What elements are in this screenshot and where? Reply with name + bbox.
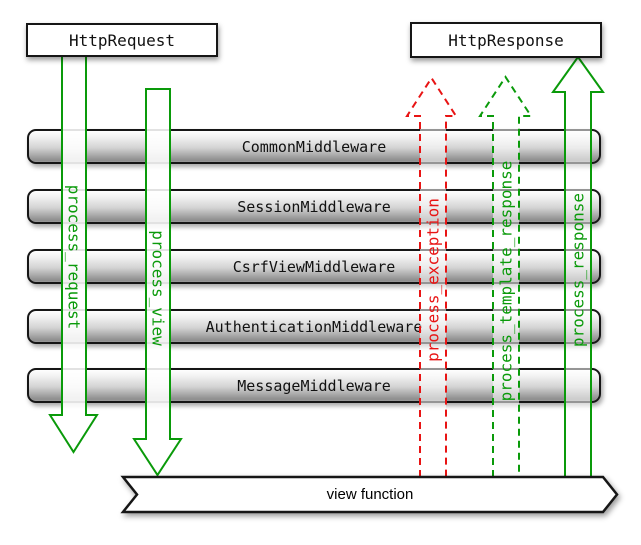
middleware-bar-label: CommonMiddleware xyxy=(241,137,387,156)
http-response-label: HttpResponse xyxy=(448,30,564,50)
process-view-arrow xyxy=(132,88,183,477)
middleware-bar-label: AuthenticationMiddleware xyxy=(205,317,423,336)
middleware-bar-label: SessionMiddleware xyxy=(237,197,391,216)
view-function-banner-shape xyxy=(120,475,619,514)
http-response-box: HttpResponse xyxy=(410,22,602,58)
http-request-box: HttpRequest xyxy=(26,23,218,57)
process-request-arrow xyxy=(48,49,99,454)
view-function-label: view function xyxy=(326,486,414,503)
middleware-bar-label: CsrfViewMiddleware xyxy=(232,257,396,276)
process-template-response-arrow xyxy=(478,75,533,477)
middleware-bar-label: MessageMiddleware xyxy=(237,376,391,395)
http-request-label: HttpRequest xyxy=(69,30,175,50)
process-exception-arrow xyxy=(405,76,458,477)
